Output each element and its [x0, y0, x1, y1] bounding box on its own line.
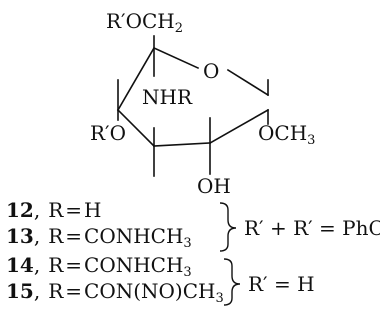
compound-row-13: 13,R=CONHCH3	[6, 224, 192, 251]
bond-c3-c4	[116, 108, 156, 148]
bond-o-c1	[226, 68, 270, 97]
bond-c2-c3	[153, 142, 211, 147]
oh-group-label: OH	[197, 174, 231, 198]
group-note-14-15: R′ = H	[248, 272, 315, 296]
compound-row-15: 15,R=CON(NO)CH3	[6, 279, 224, 306]
bond-c4-c5	[116, 46, 156, 112]
ring-oxygen-label: O	[203, 59, 219, 83]
compound-row-14: 14,R=CONHCH3	[6, 253, 192, 280]
compound-list: 12,R=H 13,R=CONHCH3 14,R=CONHCH3 15,R=CO…	[6, 198, 224, 306]
substituent-bonds	[117, 35, 269, 177]
brace-12-13	[219, 202, 237, 252]
ring-bonds	[116, 46, 270, 148]
brace-14-15	[223, 258, 241, 306]
ch2-group-label: R′OCH2	[106, 9, 183, 36]
compound-row-12: 12,R=H	[6, 198, 101, 222]
ro-group-label: R′O	[90, 121, 126, 145]
bond-c1-c2	[208, 108, 270, 145]
nhr-group-label: NHR	[142, 85, 193, 109]
och3-group-label: OCH3	[258, 121, 315, 148]
bond-c5-o	[152, 46, 200, 70]
group-note-12-13: R′ + R′ = PhCH	[244, 216, 380, 240]
